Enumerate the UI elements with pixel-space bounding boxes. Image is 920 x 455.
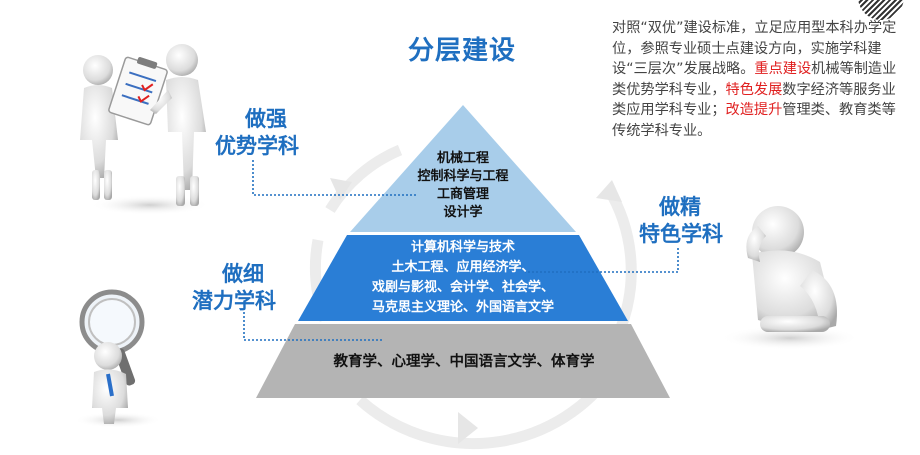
connector-strong (252, 160, 418, 196)
desc-part-4: 管理类、教育类等传统学科专业。 (612, 102, 896, 139)
cycle-arrow-left-icon (330, 178, 352, 200)
figure-magnifier-person-icon (74, 289, 162, 428)
desc-highlight-key: 重点建设 (754, 61, 812, 77)
connector-fine (525, 248, 679, 273)
label-fine-disciplines: 做精 特色学科 (639, 194, 779, 248)
cycle-arrow-bottom-icon (458, 412, 478, 444)
label-fine-line1: 做精 (659, 195, 701, 219)
desc-part-2: 机械等制造业类优势学科专业， (612, 61, 897, 98)
desc-part-3: 数字经济等服务业类应用学科专业； (612, 81, 896, 119)
desc-highlight-upgrade: 改造提升 (725, 102, 783, 118)
pyramid-tier-bottom (256, 324, 670, 398)
pyramid-top-text: 机械工程 控制科学与工程 工商管理 设计学 (383, 150, 543, 222)
label-strong-line1: 做强 (245, 107, 287, 131)
middle-discipline: 戏剧与影视、会计学、社会学、 (371, 280, 554, 295)
top-discipline: 工商管理 (436, 187, 489, 202)
label-potential-disciplines: 做细 潜力学科 (192, 261, 342, 315)
desc-part-1: 对照“双优”建设标准，立足应用型本科办学定位，参照专业硕士点建设方向，实施学科建… (612, 20, 897, 77)
label-strong-disciplines: 做强 优势学科 (215, 106, 365, 160)
pyramid-middle-text: 计算机科学与技术 土木工程、应用经济学、 戏剧与影视、会计学、社会学、 马克思主… (323, 238, 603, 318)
corner-decoration-icon (858, 0, 904, 20)
label-potential-line1: 做细 (222, 262, 264, 286)
label-potential-line2: 潜力学科 (192, 289, 276, 313)
pyramid-tier-middle (298, 235, 628, 321)
middle-discipline: 土木工程、应用经济学、 (391, 260, 535, 275)
strategy-description: 对照“双优”建设标准，立足应用型本科办学定位，参照专业硕士点建设方向，实施学科建… (612, 18, 902, 141)
figure-clipboard-person-icon (80, 44, 210, 215)
desc-highlight-feature: 特色发展 (725, 81, 783, 98)
middle-discipline: 计算机科学与技术 (410, 240, 515, 255)
top-discipline: 设计学 (443, 205, 483, 220)
connector-lines (243, 160, 679, 341)
page-title: 分层建设 (408, 36, 517, 66)
pyramid-tier-top (350, 105, 576, 232)
pyramid-bottom-text: 教育学、心理学、中国语言文学、体育学 (333, 354, 595, 370)
connector-potential (243, 312, 384, 341)
label-strong-line2: 优势学科 (215, 134, 299, 158)
cycle-arrow-right-icon (596, 180, 622, 202)
figure-thinking-person-icon (720, 206, 860, 350)
top-discipline: 机械工程 (436, 151, 489, 166)
middle-discipline: 马克思主义理论、外国语言文学 (371, 300, 554, 315)
top-discipline: 控制科学与工程 (417, 169, 509, 184)
label-fine-line2: 特色学科 (639, 222, 723, 246)
